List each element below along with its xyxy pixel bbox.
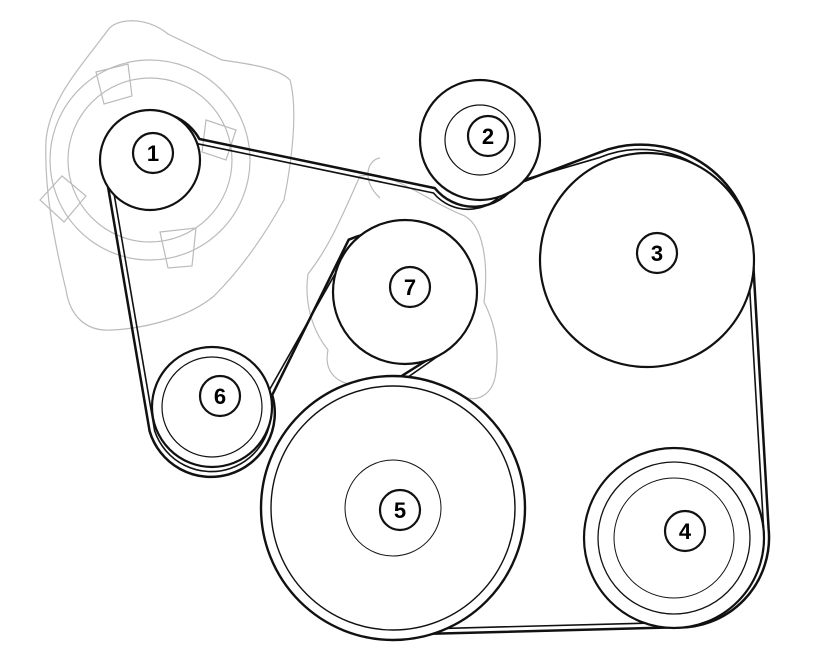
pulley-5: 5: [259, 374, 527, 642]
alternator-fin-top: [95, 63, 133, 105]
pulley-7: 7: [331, 218, 479, 366]
pulley-5-inner-rim: [270, 385, 516, 631]
pulley-4-hub: [613, 477, 735, 599]
pulley-1: 1: [98, 108, 202, 212]
pulley-2-hub: [444, 104, 516, 176]
pulley-6-hub: [161, 356, 263, 458]
alternator-housing-outline: [45, 20, 295, 331]
pulley-7-label-circle: [388, 265, 432, 309]
pulley-6: 6: [150, 345, 274, 469]
pulley-4-label: 4: [679, 519, 692, 544]
pulley-6-label: 6: [214, 384, 226, 409]
alternator-body-outline: [49, 59, 251, 261]
pulley-5-hub: [344, 459, 442, 557]
pulley-4-label-circle: [663, 509, 707, 553]
alternator-fin-bottom: [159, 227, 197, 269]
bracket-lower-lobe: [367, 157, 381, 199]
pulley-3: 3: [538, 151, 756, 369]
pulley-2-label: 2: [482, 124, 494, 149]
engine-bracket-outlines: [39, 20, 498, 400]
pulley-7-label: 7: [404, 275, 416, 300]
pulley-3-label: 3: [651, 241, 663, 266]
pulley-5-label-circle: [378, 488, 422, 532]
pulley-1-label: 1: [147, 141, 159, 166]
pulley-5-label: 5: [394, 498, 406, 523]
pulley-2-label-circle: [466, 114, 510, 158]
pulley-6-label-circle: [198, 374, 242, 418]
alternator-fin-left: [39, 175, 87, 223]
pulley-2: 2: [418, 78, 542, 202]
pulley-1-label-circle: [131, 131, 175, 175]
pulley-4: 4: [582, 446, 766, 630]
alternator-inner-ring: [67, 77, 233, 243]
pulley-3-label-circle: [635, 231, 679, 275]
pulley-4-inner-rim: [597, 461, 751, 615]
alternator-fin-right: [201, 119, 237, 161]
